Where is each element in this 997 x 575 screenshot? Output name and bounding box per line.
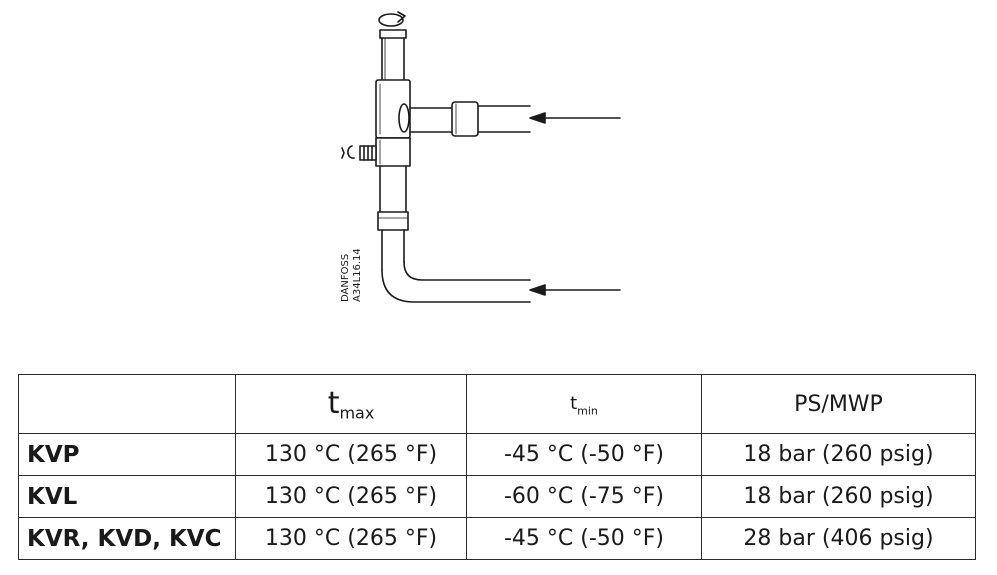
side-inlet-pipe — [409, 101, 531, 137]
diagram-label-brand: DANFOSS — [340, 253, 351, 302]
table-header-row: tmax tmin PS/MWP — [18, 374, 976, 434]
upper-flow-arrow — [529, 112, 621, 124]
pressure-cell: 18 bar (260 psig) — [701, 433, 976, 476]
model-cell: KVP — [18, 433, 236, 476]
rotation-arrow-icon — [378, 11, 406, 27]
header-empty — [18, 374, 236, 434]
table-row: KVR, KVD, KVC 130 °C (265 °F) -45 °C (-5… — [18, 517, 976, 560]
diagram-label-code: A34L16.14 — [352, 248, 363, 302]
pressure-cell: 18 bar (260 psig) — [701, 475, 976, 518]
spec-table: tmax tmin PS/MWP KVP 130 °C (265 °F) -45… — [18, 374, 976, 560]
header-tmax: tmax — [235, 374, 467, 434]
tmax-subscript: max — [339, 403, 375, 423]
pressure-cell: 28 bar (406 psig) — [701, 517, 976, 560]
model-cell: KVL — [18, 475, 236, 518]
tmax-cell: 130 °C (265 °F) — [235, 475, 467, 518]
valve-drawing — [341, 11, 621, 303]
tmin-subscript: min — [577, 404, 598, 418]
lower-flow-arrow — [529, 284, 621, 296]
valve-body — [375, 79, 411, 167]
tmax-cell: 130 °C (265 °F) — [235, 517, 467, 560]
header-tmin: tmin — [466, 374, 702, 434]
lower-pipe — [377, 165, 531, 303]
table-row: KVP 130 °C (265 °F) -45 °C (-50 °F) 18 b… — [18, 433, 976, 476]
gauge-port — [341, 145, 377, 161]
tmax-symbol: t — [327, 385, 340, 421]
tmin-symbol: t — [570, 393, 578, 415]
tmin-cell: -60 °C (-75 °F) — [466, 475, 702, 518]
header-pressure: PS/MWP — [701, 374, 976, 434]
tmin-cell: -45 °C (-50 °F) — [466, 517, 702, 560]
valve-diagram: DANFOSS A34L16.14 — [340, 11, 621, 303]
model-cell: KVR, KVD, KVC — [18, 517, 236, 560]
table-row: KVL 130 °C (265 °F) -60 °C (-75 °F) 18 b… — [18, 475, 976, 518]
tmin-cell: -45 °C (-50 °F) — [466, 433, 702, 476]
tmax-cell: 130 °C (265 °F) — [235, 433, 467, 476]
valve-top-cap — [379, 29, 407, 81]
